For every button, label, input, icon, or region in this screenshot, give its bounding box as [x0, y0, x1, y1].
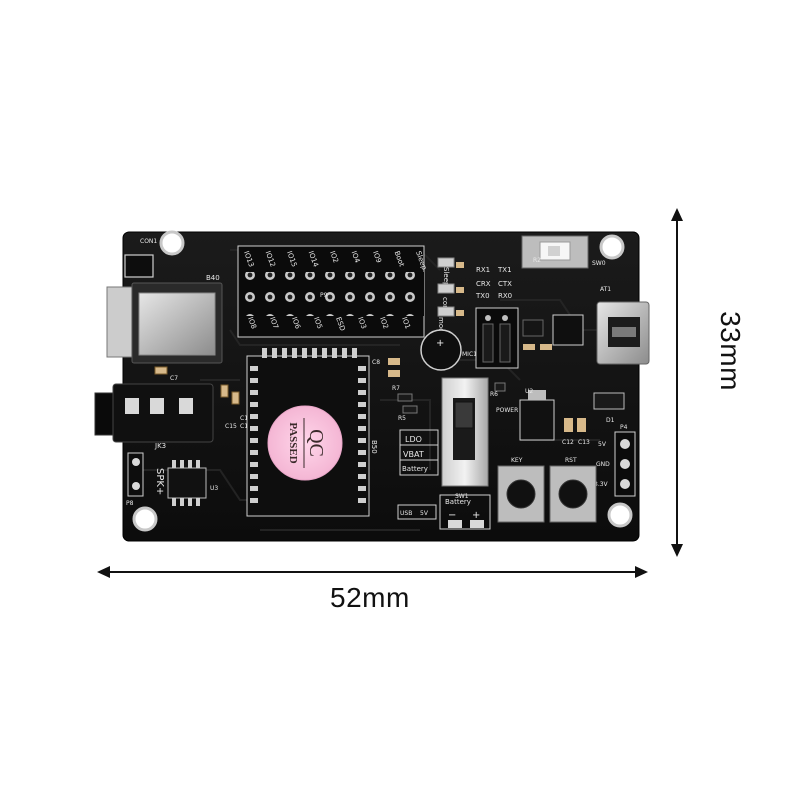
svg-text:MIC1: MIC1	[462, 351, 477, 358]
pin-label: IO7	[268, 316, 280, 330]
svg-text:R6: R6	[490, 391, 498, 398]
mount-hole	[607, 502, 633, 528]
mount-hole	[132, 506, 158, 532]
rst-button: RST	[549, 457, 597, 523]
battery-header: Battery − + USB 5V	[397, 494, 491, 530]
svg-text:mode: mode	[437, 317, 445, 337]
pin-label: IO1	[400, 316, 412, 330]
mount-hole	[599, 234, 625, 260]
svg-text:C15: C15	[225, 423, 237, 430]
svg-text:AT1: AT1	[600, 286, 611, 293]
svg-text:C7: C7	[170, 375, 178, 382]
svg-text:conn: conn	[441, 297, 449, 314]
middle-passives: C8 R7 R5 R6 R2	[372, 257, 541, 422]
svg-text:C17: C17	[240, 423, 252, 430]
mount-hole	[159, 230, 185, 256]
passed-text: PASSED	[287, 422, 299, 463]
svg-text:C12: C12	[562, 439, 574, 446]
svg-text:CRX: CRX	[476, 280, 491, 288]
pin-label: IO2	[378, 316, 390, 330]
audio-jack: JK3	[94, 383, 214, 450]
power-header-p4: P4 5V GND 3.3V	[594, 424, 636, 497]
ldo-vbat-labels: LDO VBAT Battery	[399, 429, 439, 476]
pin-label: IO3	[356, 316, 368, 330]
svg-text:C16: C16	[240, 415, 252, 422]
width-dimension-label: 52mm	[330, 582, 410, 613]
boot-slide-switch: SW0	[521, 235, 606, 269]
svg-text:SPK+: SPK+	[154, 468, 165, 495]
svg-text:SW0: SW0	[592, 260, 606, 267]
key-button: KEY	[497, 457, 545, 523]
svg-text:USB: USB	[400, 510, 412, 517]
svg-text:TX0: TX0	[475, 292, 490, 300]
wireless-module: B40	[106, 274, 223, 364]
qc-passed-sticker: QC PASSED	[267, 405, 343, 481]
svg-text:R5: R5	[398, 415, 406, 422]
speaker-connector: SPK+ P8	[126, 452, 165, 507]
svg-text:Sleep: Sleep	[442, 267, 450, 287]
svg-text:POWER: POWER	[496, 407, 518, 414]
svg-text:B50: B50	[370, 440, 378, 454]
capacitors-group: C7 C16 C15 C17	[154, 366, 252, 430]
svg-text:VBAT: VBAT	[403, 450, 424, 459]
svg-text:5V: 5V	[420, 510, 429, 517]
microphone: + MIC1	[420, 329, 477, 371]
u3-chip: U3	[167, 460, 218, 506]
pin-label: IO6	[290, 316, 302, 331]
svg-text:RST: RST	[565, 457, 577, 464]
uart-jumpers: RX1 TX1 TX0 RX0 CTX CRX	[475, 266, 519, 369]
svg-text:C8: C8	[372, 359, 380, 366]
svg-text:P8: P8	[126, 500, 134, 507]
svg-text:R2: R2	[533, 257, 541, 264]
con1-label: CON1	[140, 238, 157, 245]
svg-text:Battery: Battery	[445, 498, 471, 506]
width-dimension-arrow	[97, 566, 648, 578]
svg-text:JK3: JK3	[154, 442, 166, 450]
pin-label: IO2	[328, 250, 340, 264]
svg-text:KEY: KEY	[511, 457, 523, 464]
svg-text:R7: R7	[392, 385, 400, 392]
svg-text:U2: U2	[525, 388, 533, 395]
power-slide-switch: SW1	[441, 377, 489, 500]
svg-text:3.3V: 3.3V	[594, 481, 609, 488]
gpio-pin-header: P9	[237, 245, 425, 338]
svg-text:+: +	[436, 338, 444, 349]
status-leds: Sleep conn mode	[437, 257, 464, 337]
svg-text:LDO: LDO	[405, 435, 422, 444]
pin-label: IO8	[246, 316, 258, 330]
con1-connector: CON1	[124, 238, 157, 278]
svg-text:P4: P4	[620, 424, 628, 431]
svg-text:−: −	[448, 510, 456, 521]
pin-label: IO5	[312, 316, 324, 330]
svg-text:P9: P9	[320, 292, 328, 299]
svg-text:CTX: CTX	[498, 280, 512, 288]
svg-text:5V: 5V	[598, 441, 607, 448]
height-dimension-arrow	[671, 208, 683, 557]
pin-label: IO9	[371, 250, 383, 264]
svg-text:Battery: Battery	[402, 465, 428, 473]
height-dimension-label: 33mm	[715, 311, 746, 391]
svg-text:C13: C13	[578, 439, 590, 446]
svg-text:D1: D1	[606, 417, 615, 424]
svg-text:+: +	[472, 510, 480, 521]
micro-usb-port	[596, 301, 650, 365]
power-regulator: U2 POWER D1 C12 C13	[496, 388, 625, 446]
pin-label: IO4	[350, 250, 362, 265]
svg-text:SW1: SW1	[455, 493, 469, 500]
b40-label: B40	[206, 274, 220, 282]
svg-text:GND: GND	[596, 461, 610, 468]
qc-text: QC	[305, 429, 327, 457]
svg-text:U3: U3	[210, 485, 218, 492]
charge-ic: AT1	[522, 286, 611, 350]
svg-text:TX1: TX1	[497, 266, 512, 274]
svg-text:RX0: RX0	[498, 292, 512, 300]
svg-text:RX1: RX1	[476, 266, 490, 274]
